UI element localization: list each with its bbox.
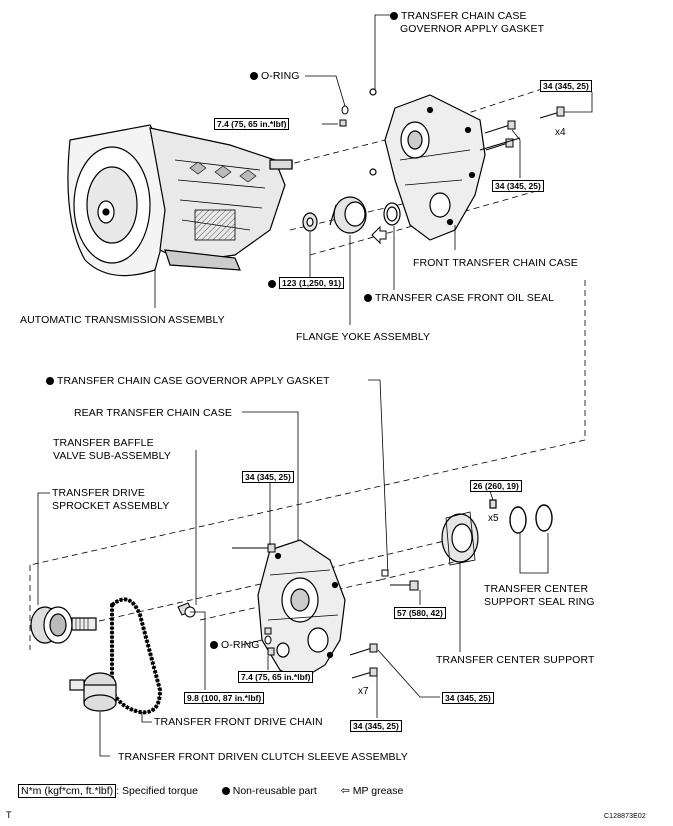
label-seal-ring-line2: SUPPORT SEAL RING [484,596,595,608]
label-baffle-valve-line2: VALVE SUB-ASSEMBLY [53,450,171,462]
label-o-ring-bottom: O-RING [210,639,260,651]
nonreusable-dot-icon [250,72,258,80]
torque-bolt-right: 34 (345, 25) [442,692,494,704]
label-seal-ring: TRANSFER CENTER [484,583,589,595]
label-front-governor-gasket: TRANSFER CHAIN CASE [390,10,527,22]
center-support-drawing [441,499,553,566]
baffle-valve-drawing [177,602,196,618]
label-automatic-transmission: AUTOMATIC TRANSMISSION ASSEMBLY [20,314,225,326]
label-baffle-valve: TRANSFER BAFFLE [53,437,154,449]
legend-nonreusable-text: Non-reusable part [232,785,317,797]
count-x7: x7 [358,686,369,697]
rear-case-bolts-drawing [232,543,419,679]
torque-bolt-bottom: 34 (345, 25) [350,720,402,732]
torque-oring-bottom: 7.4 (75, 65 in.*lbf) [238,671,314,683]
label-rear-governor-gasket: TRANSFER CHAIN CASE GOVERNOR APPLY GASKE… [46,375,330,387]
label-front-governor-gasket-line2: GOVERNOR APPLY GASKET [400,23,545,35]
legend-nonreusable-dot-icon [221,787,230,795]
label-center-support: TRANSFER CENTER SUPPORT [436,654,595,666]
torque-front-bolts: 34 (345, 25) [492,180,544,192]
torque-top-right: 34 (345, 25) [540,80,592,92]
driven-clutch-drawing [69,672,117,712]
label-rear-chain-case: REAR TRANSFER CHAIN CASE [74,407,232,419]
label-drive-sprocket-line2: SPROCKET ASSEMBLY [52,500,170,512]
label-driven-clutch-sleeve: TRANSFER FRONT DRIVEN CLUTCH SLEEVE ASSE… [118,751,408,763]
flange-yoke-drawing [302,196,401,245]
nonreusable-dot-icon [364,294,372,302]
torque-rear-top: 34 (345, 25) [242,471,294,483]
legend-torque-text: : Specified torque [116,785,198,797]
figure-code: C128873E02 [604,813,646,820]
grease-arrow-icon: ⇦ [340,785,350,797]
footer-mark: T [6,810,12,820]
torque-center-support: 26 (260, 19) [470,480,522,492]
leader-lines [37,14,593,757]
rear-chain-case-drawing [257,539,346,681]
automatic-transmission-drawing [67,124,293,277]
nonreusable-dot-icon [390,12,398,20]
count-x4: x4 [555,127,566,138]
torque-57: 57 (580, 42) [394,607,446,619]
label-front-oil-seal: TRANSFER CASE FRONT OIL SEAL [364,292,554,304]
legend: N*m (kgf*cm, ft.*lbf): Specified torque … [18,784,404,798]
front-case-bolts-drawing [479,106,565,151]
top-oring-drawing [339,105,349,127]
count-x5: x5 [488,513,499,524]
front-chain-case-drawing [369,88,486,241]
legend-grease-text: MP grease [352,785,404,797]
nonreusable-dot-icon [46,377,54,385]
drive-sprocket-drawing [30,606,97,644]
torque-baffle: 9.8 (100, 87 in.*lbf) [184,692,265,704]
label-flange-nut-torque: 123 (1,250, 91) [268,277,345,290]
nonreusable-dot-icon [210,641,218,649]
drive-chain-drawing [110,597,163,715]
label-front-drive-chain: TRANSFER FRONT DRIVE CHAIN [154,716,323,728]
label-o-ring-top: O-RING [250,70,300,82]
nonreusable-dot-icon [268,280,276,288]
legend-torque-box: N*m (kgf*cm, ft.*lbf) [18,784,117,798]
label-front-chain-case: FRONT TRANSFER CHAIN CASE [413,257,578,269]
bottom-oring-drawing [264,627,275,656]
torque-oring-top: 7.4 (75, 65 in.*lbf) [214,118,290,130]
label-flange-yoke: FLANGE YOKE ASSEMBLY [296,331,431,343]
label-drive-sprocket: TRANSFER DRIVE [52,487,145,499]
